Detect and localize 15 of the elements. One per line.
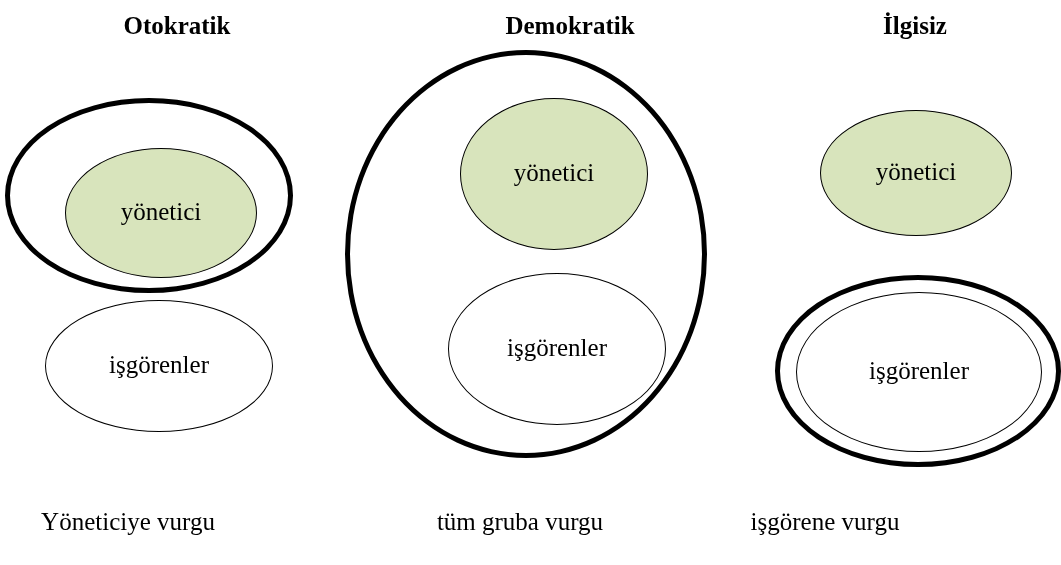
node-label: yönetici: [120, 197, 202, 227]
caption-text: Yöneticiye vurgu: [41, 508, 215, 536]
caption-text: tüm gruba vurgu: [436, 508, 604, 536]
node-label: yönetici: [513, 158, 595, 188]
node-label: işgörenler: [109, 350, 209, 380]
outline-ellipse: [5, 98, 293, 293]
node-label: işgörenler: [507, 333, 607, 363]
caption-text: işgörene vurgu: [750, 508, 900, 536]
column-heading: Otokratik: [123, 12, 231, 40]
node-label: işgörenler: [869, 356, 969, 386]
column-heading: İlgisiz: [883, 12, 947, 40]
column-heading: Demokratik: [505, 12, 635, 40]
outline-ellipse: [775, 275, 1061, 467]
outline-ellipse: [345, 50, 707, 458]
node-label: yönetici: [875, 157, 957, 187]
